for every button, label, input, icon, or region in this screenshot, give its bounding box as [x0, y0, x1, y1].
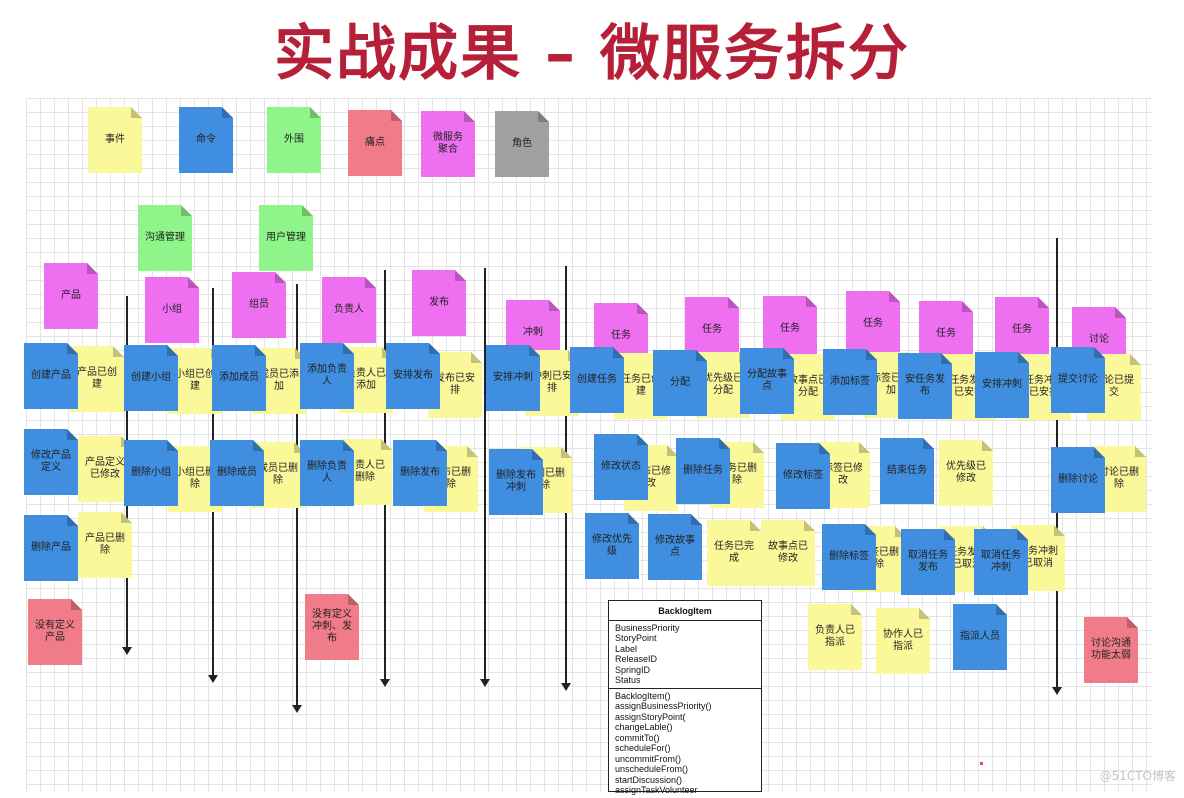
page-title: 实战成果 – 微服务拆分 — [274, 19, 910, 89]
note-command: 取消任务 冲刺 — [974, 529, 1028, 595]
note-pain-point: 没有定义 冲刺、发 布 — [305, 594, 359, 660]
note-aggregate: 任务 — [846, 291, 900, 357]
attribute: Label — [615, 643, 638, 654]
legend-command: 命令 — [179, 107, 233, 173]
note-command: 添加标签 — [823, 349, 877, 415]
class-attributes: BusinessPriority StoryPoint Label Releas… — [609, 621, 761, 688]
note-pain-point: 讨论沟通 功能太弱 — [1084, 617, 1138, 683]
note-aggregate: 发布 — [412, 270, 466, 336]
method: uncommitFrom() — [615, 753, 682, 764]
attribute: StoryPoint — [615, 633, 657, 643]
method: assignBusinessPriority() — [615, 701, 712, 711]
note-aggregate: 组员 — [232, 272, 286, 338]
method: commitTo() — [615, 732, 660, 743]
note-command: 删除发布 — [393, 440, 447, 506]
note-command: 添加成员 — [212, 345, 266, 411]
note-command: 安排冲刺 — [975, 352, 1029, 418]
note-command: 安排发布 — [386, 343, 440, 409]
note-event: 故事点已 修改 — [761, 520, 815, 586]
method: scheduleFor() — [615, 743, 671, 753]
note-command: 修改标签 — [776, 443, 830, 509]
class-name: BacklogItem — [609, 601, 761, 621]
note-command: 结束任务 — [880, 438, 934, 504]
note-event: 产品已创 建 — [70, 346, 124, 412]
note-event: 优先级已 修改 — [939, 440, 993, 506]
note-command: 修改优先 级 — [585, 513, 639, 579]
note-command: 创建产品 — [24, 343, 78, 409]
method: unscheduleFrom() — [615, 764, 689, 774]
watermark: @51CTO博客 — [1099, 769, 1176, 783]
note-command: 修改状态 — [594, 434, 648, 500]
method: startDiscussion() — [615, 774, 683, 785]
method: assignTaskVolunteer — [615, 785, 698, 795]
note-command: 分配 — [653, 350, 707, 416]
legend-external: 外围 — [267, 107, 321, 173]
attribute: SpringID — [615, 664, 651, 675]
watermark-dot — [980, 762, 983, 765]
note-event: 负责人已 指派 — [808, 604, 862, 670]
note-command: 创建小组 — [124, 345, 178, 411]
note-command: 删除标签 — [822, 524, 876, 590]
note-command: 删除讨论 — [1051, 447, 1105, 513]
note-command: 指派人员 — [953, 604, 1007, 670]
backlog-item-class-diagram: BacklogItem BusinessPriority StoryPoint … — [608, 600, 762, 795]
note-command: 删除小组 — [124, 440, 178, 506]
note-aggregate: 产品 — [44, 263, 98, 329]
legend-role: 角色 — [495, 111, 549, 177]
note-event: 产品已删 除 — [78, 512, 132, 578]
legend-pain-point: 痛点 — [348, 110, 402, 176]
method: changeLable() — [615, 722, 673, 732]
method: BacklogItem() — [615, 690, 671, 701]
note-command: 修改故事 点 — [648, 514, 702, 580]
note-aggregate: 任务 — [763, 296, 817, 362]
legend-microservice: 微服务 聚合 — [421, 111, 475, 177]
note-command: 安排冲刺 — [486, 345, 540, 411]
note-aggregate: 小组 — [145, 277, 199, 343]
note-command: 删除发布 冲刺 — [489, 449, 543, 515]
note-external: 沟通管理 — [138, 205, 192, 271]
note-pain-point: 没有定义 产品 — [28, 599, 82, 665]
note-command: 取消任务 发布 — [901, 529, 955, 595]
note-command: 修改产品 定义 — [24, 429, 78, 495]
note-external: 用户管理 — [259, 205, 313, 271]
class-methods: BacklogItem() assignBusinessPriority() a… — [609, 687, 761, 798]
attribute: ReleaseID — [615, 654, 658, 664]
separator-arrow — [480, 268, 490, 687]
note-command: 提交讨论 — [1051, 347, 1105, 413]
note-event: 任务已完 成 — [707, 520, 761, 586]
note-event: 协作人已 指派 — [876, 608, 930, 674]
note-command: 安任务发 布 — [898, 353, 952, 419]
note-command: 删除任务 — [676, 438, 730, 504]
note-command: 删除成员 — [210, 440, 264, 506]
note-aggregate: 负责人 — [322, 277, 376, 343]
attribute: Status — [615, 675, 641, 685]
attribute: BusinessPriority — [615, 622, 680, 633]
note-command: 删除产品 — [24, 515, 78, 581]
note-event: 产品定义 已修改 — [78, 436, 132, 502]
note-command: 添加负责 人 — [300, 343, 354, 409]
note-command: 创建任务 — [570, 347, 624, 413]
note-command: 删除负责 人 — [300, 440, 354, 506]
legend-event: 事件 — [88, 107, 142, 173]
note-command: 分配故事 点 — [740, 348, 794, 414]
method: assignStoryPoint( — [615, 711, 686, 722]
